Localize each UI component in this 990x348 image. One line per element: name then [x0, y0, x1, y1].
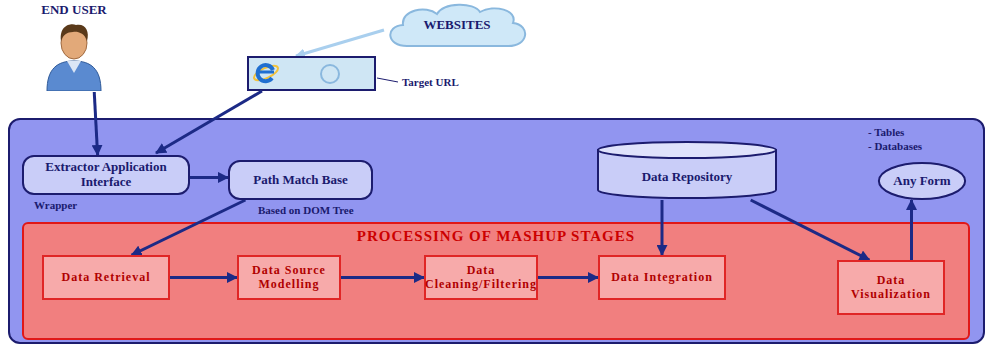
user-icon: [43, 19, 105, 91]
url-arrow: [156, 91, 262, 153]
node-label: Data Source Modelling: [244, 264, 334, 292]
browser-icon: [252, 63, 280, 83]
flow-arrow: [170, 276, 237, 279]
browser-button: [321, 65, 339, 83]
node-label: Any Form: [893, 174, 950, 189]
website-link: [296, 30, 384, 56]
user-figure: END USER: [28, 2, 120, 92]
node-label: Data Retrieval: [62, 271, 151, 285]
node-label: Data Integration: [611, 271, 713, 285]
part-label: Wrapper: [34, 199, 77, 211]
flow-arrow: [751, 200, 870, 260]
note-label: Based on DOM Tree: [258, 204, 354, 216]
url-label: Target URL: [402, 76, 459, 88]
stage-box: Data Cleaning/Filtering: [424, 255, 538, 300]
list-item: - Tables: [868, 126, 904, 138]
stage-box: Data Visualization: [837, 260, 945, 315]
node-label: END USER: [41, 3, 106, 18]
leader-line: [377, 78, 398, 82]
flow-arrow: [190, 176, 228, 179]
browser-bar: [248, 57, 375, 90]
flow-arrow: [661, 200, 664, 255]
node-label: Data Cleaning/Filtering: [425, 264, 537, 292]
node-label: Path Match Base: [253, 173, 348, 188]
flow-arrow: [910, 200, 913, 260]
band-title: PROCESSING OF MASHUP STAGES: [22, 222, 970, 245]
node-label: Data Repository: [642, 170, 733, 185]
node-label: WEBSITES: [423, 18, 490, 33]
stage-box: Data Integration: [598, 255, 726, 300]
flow-arrow: [341, 276, 424, 279]
list-item: - Databases: [868, 140, 922, 152]
flow-arrow: [132, 200, 246, 255]
cloud-node: WEBSITES: [382, 2, 532, 48]
stage-box: Data Retrieval: [42, 255, 170, 300]
output-ellipse: Any Form: [878, 162, 966, 200]
flow-arrow: [94, 92, 97, 155]
stage-band: PROCESSING OF MASHUP STAGES Data Retrieva…: [22, 222, 970, 340]
node-label: Data Visualization: [844, 274, 938, 302]
node-label: Extractor Application Interface: [30, 160, 182, 190]
process-box: Path Match Base: [228, 160, 373, 200]
stage-box: Data Source Modelling: [237, 255, 341, 300]
process-box: Extractor Application Interface: [22, 155, 190, 195]
flow-arrow: [538, 276, 598, 279]
database-cylinder: Data Repository: [596, 140, 778, 200]
